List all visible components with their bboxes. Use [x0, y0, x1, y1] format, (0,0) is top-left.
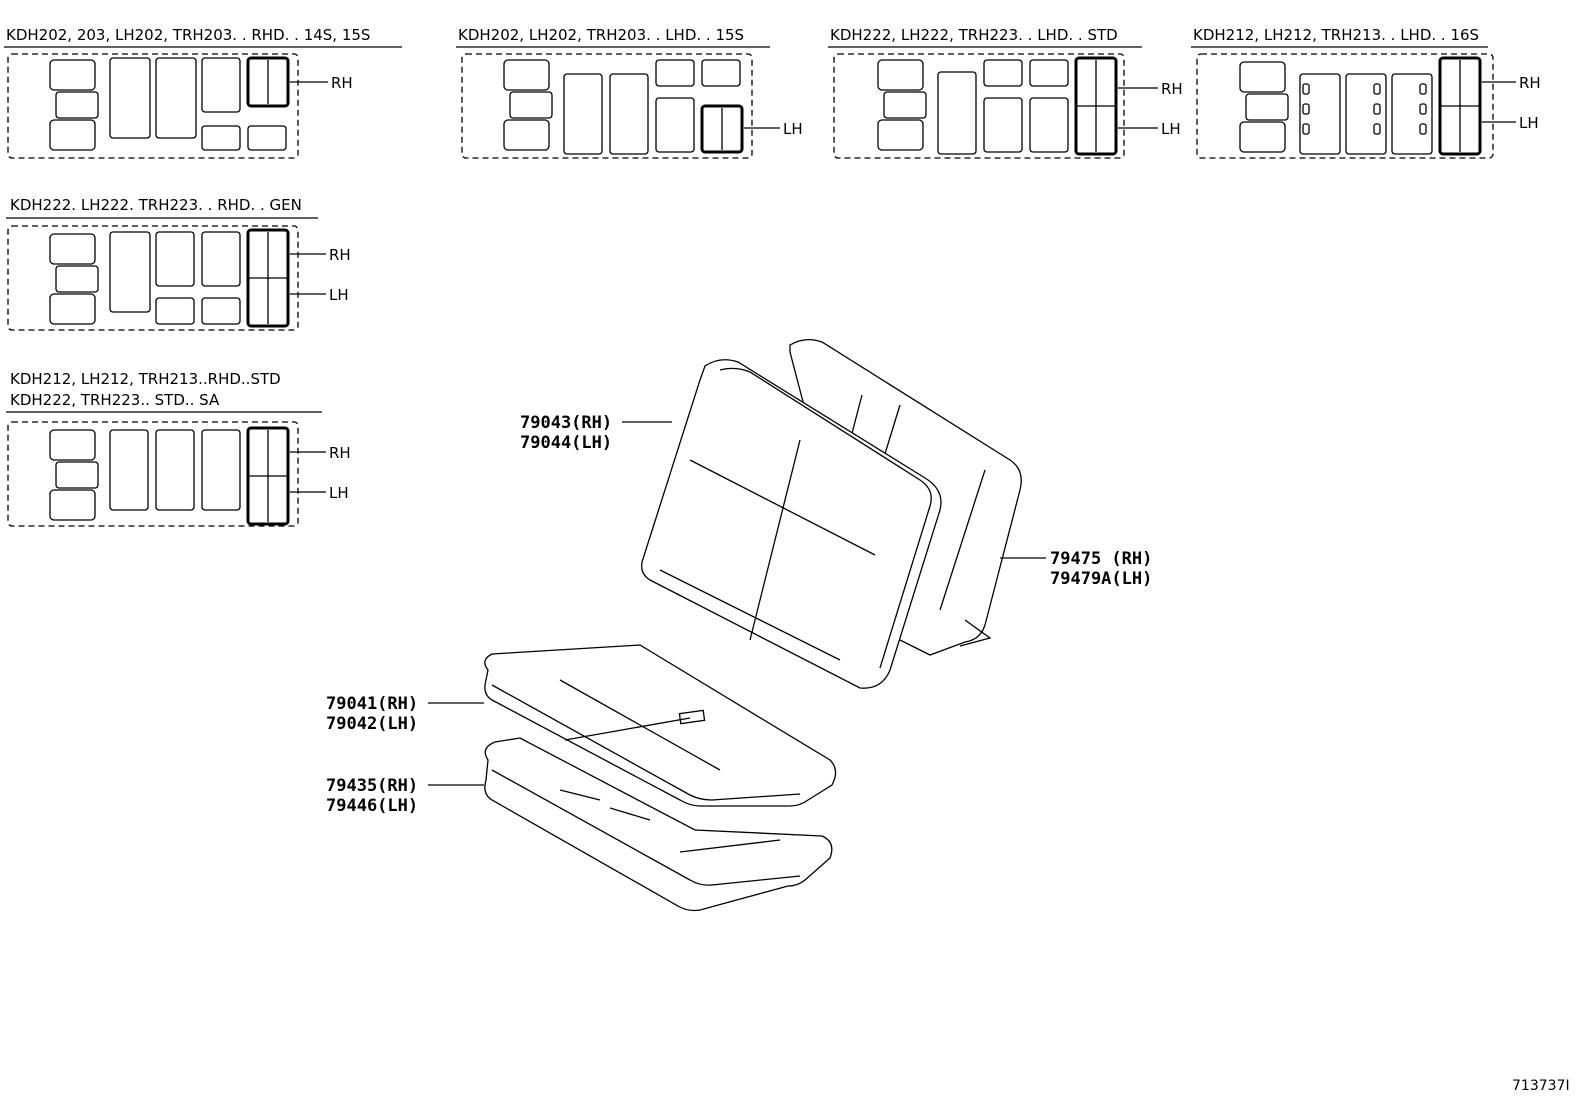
side-label-rh: RH — [329, 444, 351, 462]
seat-layout-plan — [49, 57, 287, 151]
variant-layout-1: KDH202, 203, LH202, TRH203. . RHD. . 14S… — [4, 26, 402, 159]
variant-header-1: KDH202, 203, LH202, TRH203. . RHD. . 14S… — [6, 26, 370, 44]
diagram-code: 713737I — [1512, 1078, 1570, 1094]
part-number-rh: 79041(RH) — [326, 694, 418, 714]
side-label-lh: LH — [783, 120, 803, 138]
part-label-79043: 79043(RH) 79044(LH) — [520, 413, 612, 453]
side-label-rh: RH — [1519, 74, 1541, 92]
part-number-lh: 79042(LH) — [326, 714, 418, 734]
seat-layout-plan — [49, 429, 241, 521]
part-label-79435: 79435(RH) 79446(LH) — [326, 776, 418, 816]
side-label-rh: RH — [1161, 80, 1183, 98]
part-number-lh: 79446(LH) — [326, 796, 418, 816]
seat-layout-plan — [1239, 61, 1433, 155]
side-label-rh: RH — [329, 246, 351, 264]
variant-header-3: KDH222, LH222, TRH223. . LHD. . STD — [830, 26, 1118, 44]
seat-illustration — [484, 338, 1022, 912]
variant-header-5: KDH222. LH222. TRH223. . RHD. . GEN — [10, 196, 302, 214]
seatback-front — [641, 359, 942, 689]
variant-layout-2: KDH202, LH202, TRH203. . LHD. . 15S LH — [456, 26, 803, 159]
seat-cushion — [484, 644, 837, 807]
variant-header-6: KDH212, LH212, TRH213..RHD..STD — [10, 370, 281, 388]
variant-header-6b: KDH222, TRH223.. STD.. SA — [10, 391, 220, 409]
variant-header-4: KDH212, LH212, TRH213. . LHD. . 16S — [1193, 26, 1479, 44]
part-label-79041: 79041(RH) 79042(LH) — [326, 694, 418, 734]
side-label-lh: LH — [329, 286, 349, 304]
seat-layout-plan — [503, 59, 741, 155]
part-number-lh: 79479A(LH) — [1050, 569, 1152, 589]
variant-layout-5: KDH222. LH222. TRH223. . RHD. . GEN RH L… — [6, 196, 351, 331]
part-number-rh: 79043(RH) — [520, 413, 612, 433]
cushion-frame — [484, 737, 833, 912]
variant-layout-4: KDH212, LH212, TRH213. . LHD. . 16S — [1191, 26, 1541, 159]
part-number-rh: 79435(RH) — [326, 776, 418, 796]
side-label-rh: RH — [331, 74, 353, 92]
seat-layout-plan — [49, 231, 241, 325]
part-number-lh: 79044(LH) — [520, 433, 612, 453]
variant-layout-3: KDH222, LH222, TRH223. . LHD. . STD RH L… — [828, 26, 1183, 159]
seat-layout-plan — [877, 59, 1069, 155]
side-label-lh: LH — [1161, 120, 1181, 138]
part-number-rh: 79475 (RH) — [1050, 549, 1152, 569]
variant-header-2: KDH202, LH202, TRH203. . LHD. . 15S — [458, 26, 744, 44]
side-label-lh: LH — [329, 484, 349, 502]
variant-layout-6: KDH212, LH212, TRH213..RHD..STD KDH222, … — [6, 370, 351, 527]
part-label-79475: 79475 (RH) 79479A(LH) — [1050, 549, 1152, 589]
side-label-lh: LH — [1519, 114, 1539, 132]
